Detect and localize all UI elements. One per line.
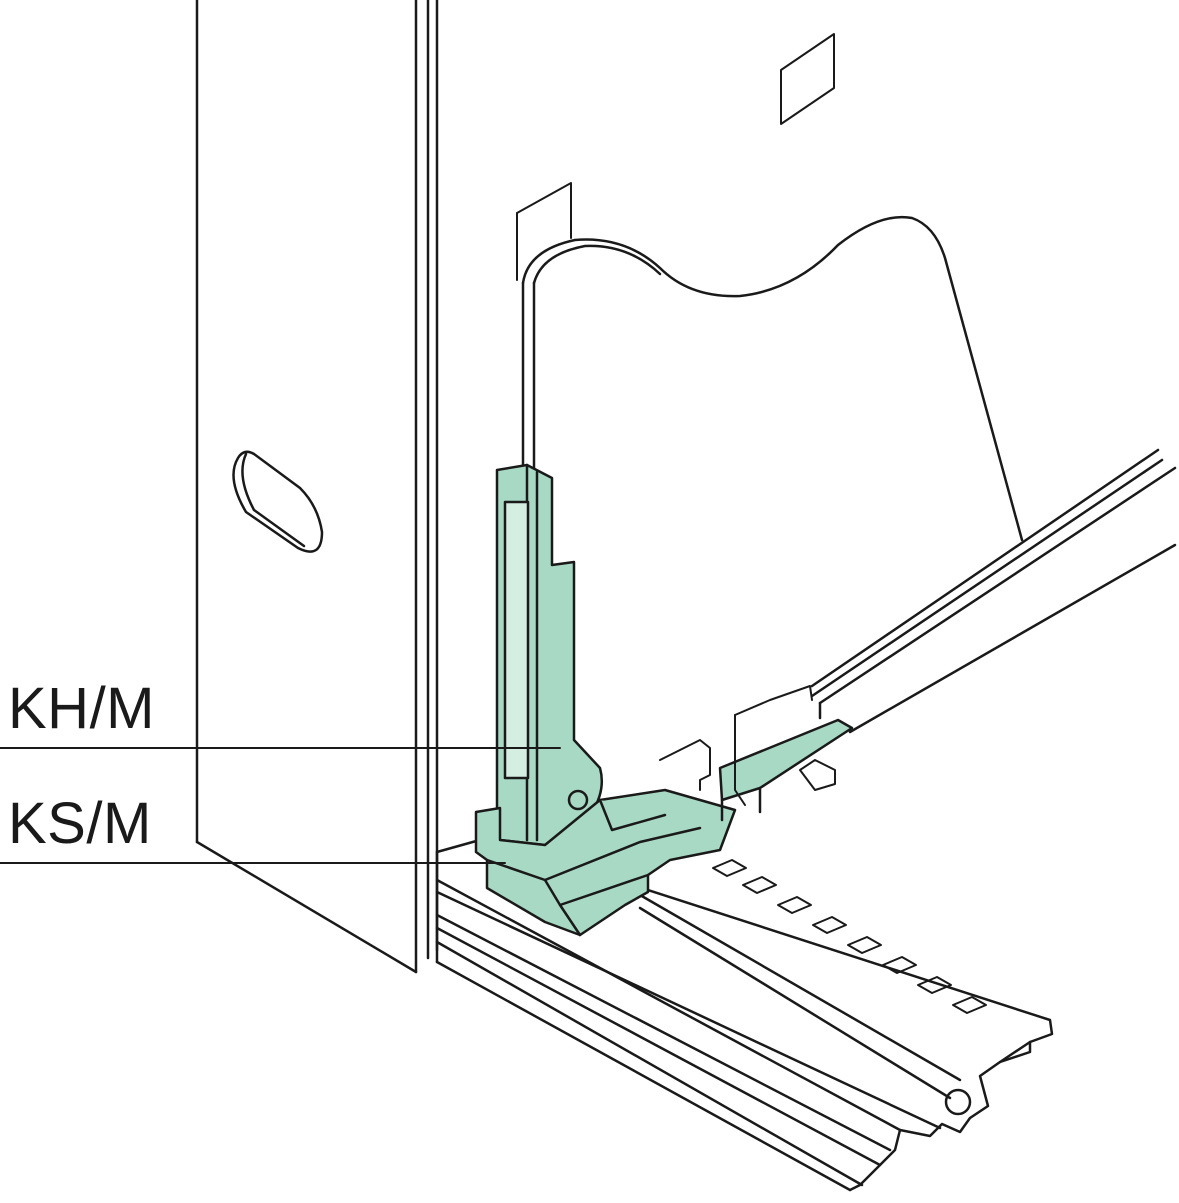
cabinet-panel bbox=[195, 0, 439, 974]
ks-m-label: KS/M bbox=[8, 791, 152, 856]
rail-insert bbox=[718, 718, 854, 822]
rail-clip bbox=[659, 685, 836, 806]
ks-m-clip bbox=[474, 788, 737, 937]
rear-wall bbox=[516, 33, 835, 281]
kh-m-bracket bbox=[495, 463, 603, 847]
callout-leaders bbox=[0, 747, 561, 864]
horizontal-rail bbox=[810, 448, 1177, 734]
cover-plate bbox=[521, 215, 1024, 542]
rail-perforations bbox=[712, 859, 987, 1014]
kh-m-label: KH/M bbox=[8, 676, 155, 741]
floor-profile-rail bbox=[435, 836, 1054, 1192]
panel-slot-hole bbox=[232, 450, 324, 553]
